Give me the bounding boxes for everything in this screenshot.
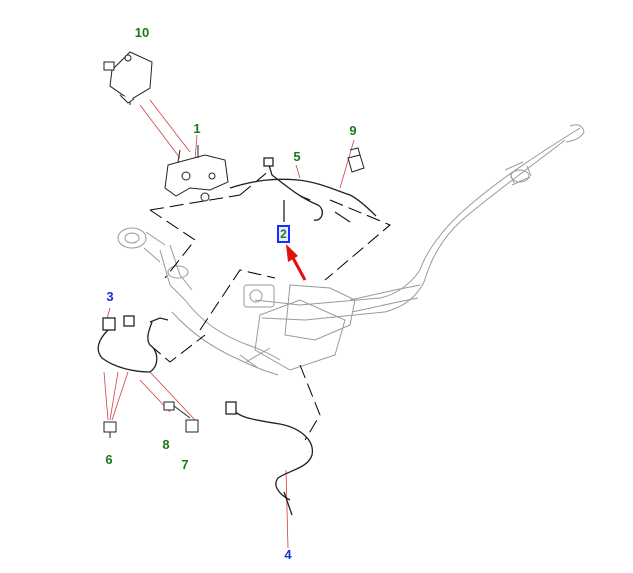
callout-9[interactable]: 9 <box>349 123 357 138</box>
part-9-connector <box>347 147 365 173</box>
group-dash-lines <box>149 169 391 441</box>
callout-5[interactable]: 5 <box>293 149 301 164</box>
leader-lines <box>103 99 355 549</box>
callout-10[interactable]: 10 <box>134 25 150 40</box>
part-10-sensor-module <box>103 51 153 105</box>
part-5-wiring-harness <box>229 157 377 223</box>
callout-6[interactable]: 6 <box>105 452 113 467</box>
callout-7[interactable]: 7 <box>181 457 189 472</box>
callout-2-selected[interactable]: 2 <box>277 225 290 243</box>
callout-3[interactable]: 3 <box>106 289 114 304</box>
part-3-sensor-harness <box>97 315 169 373</box>
pointer-arrow <box>286 244 307 281</box>
part-1-bracket <box>164 145 229 202</box>
callout-4[interactable]: 4 <box>284 547 292 562</box>
callout-1[interactable]: 1 <box>193 121 201 136</box>
small-sensors <box>103 401 199 438</box>
callout-8[interactable]: 8 <box>162 437 170 452</box>
exhaust-system <box>117 124 585 376</box>
part-4-sensor-cable <box>225 401 313 516</box>
